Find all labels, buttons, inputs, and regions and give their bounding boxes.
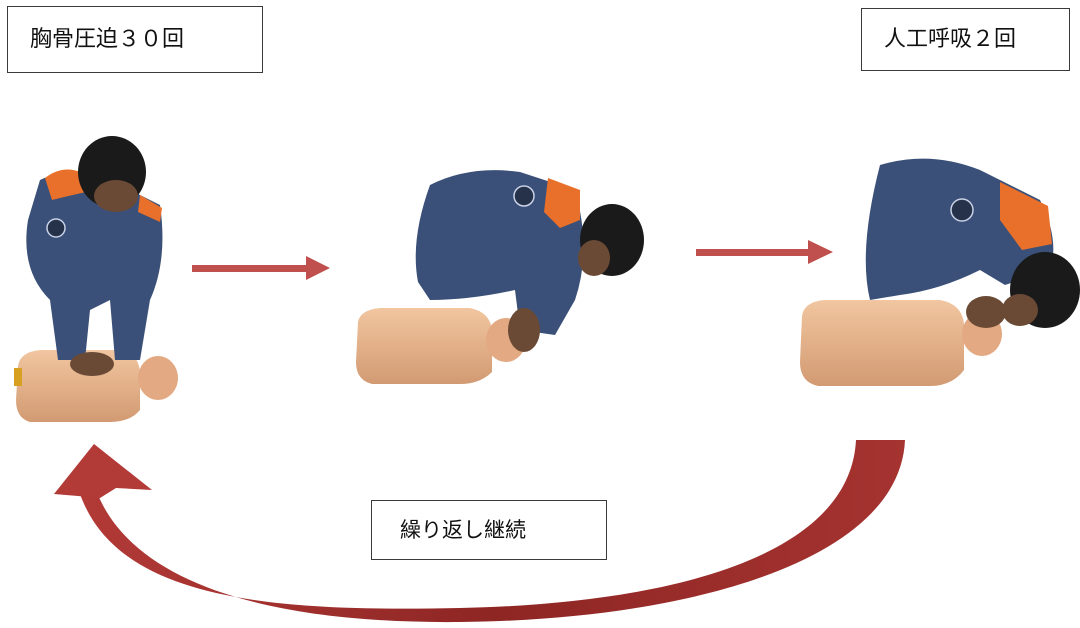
manikin-detail <box>14 368 22 386</box>
rescuer-hands-2 <box>508 308 540 352</box>
rescuer-hands-3 <box>966 296 1006 328</box>
patch-emblem-3 <box>951 199 973 221</box>
arrow-right-1 <box>192 256 330 280</box>
rescuer-hands <box>70 352 114 376</box>
breath-photo <box>800 159 1080 386</box>
label-rescue-breaths: 人工呼吸２回 <box>861 8 1070 71</box>
patch-emblem <box>47 219 65 237</box>
label-repeat-continue: 繰り返し継続 <box>371 500 607 560</box>
label-repeat-continue-text: 繰り返し継続 <box>400 520 526 541</box>
compression-photo <box>14 136 178 422</box>
label-chest-compressions: 胸骨圧迫３０回 <box>7 6 263 73</box>
manikin-torso-2 <box>356 308 492 384</box>
arrow-right-2 <box>696 240 833 264</box>
airway-photo <box>356 170 644 384</box>
manikin-torso-3 <box>800 300 964 386</box>
label-rescue-breaths-text: 人工呼吸２回 <box>884 29 1016 51</box>
label-chest-compressions-text: 胸骨圧迫３０回 <box>30 29 184 51</box>
manikin-head <box>138 356 178 400</box>
patch-emblem-2 <box>514 186 534 206</box>
